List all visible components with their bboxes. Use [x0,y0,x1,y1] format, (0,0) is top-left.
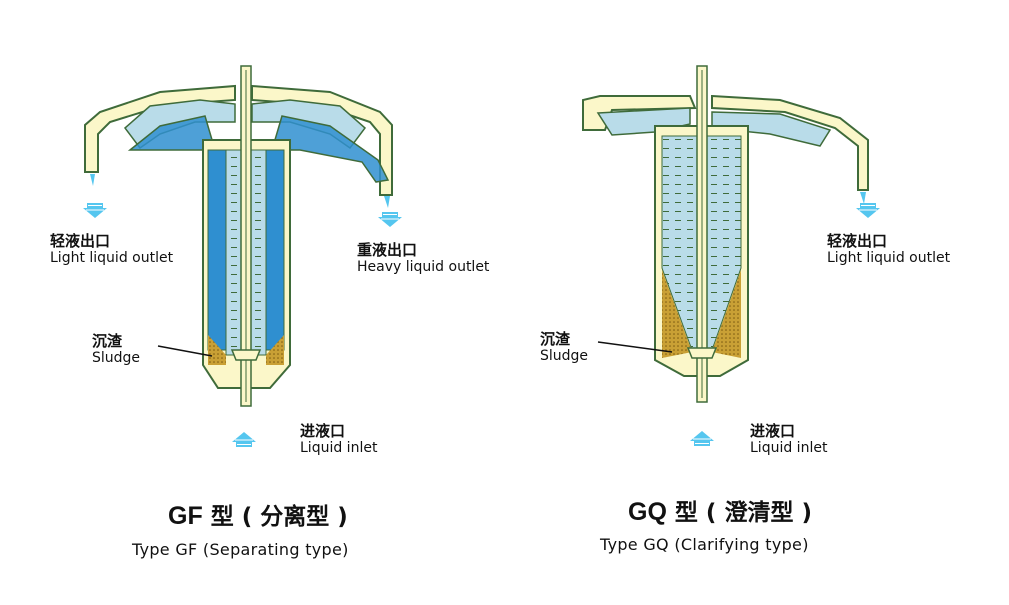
gf-code: GF [168,502,203,530]
gf-type-zh: 型 ( 分离型 ) [210,504,348,530]
gf-heavy-liquid-right [265,149,285,351]
gq-inlet-arrow [689,430,715,447]
gq-light-outlet-arrow [855,202,881,219]
gf-sludge-label: 沉渣 Sludge [92,332,141,367]
gf-heavy-outlet-label: 重液出口 Heavy liquid outlet [357,241,490,276]
gf-left-outlet-pipe [84,84,236,173]
gf-caption-en: Type GF (Separating type) [132,540,349,559]
gf-light-outlet-label: 轻液出口 Light liquid outlet [50,232,174,267]
gq-caption-title: GQ 型 ( 澄清型 ) [628,493,812,527]
gq-centrifuge [582,65,881,447]
gq-light-outlet-label: 轻液出口 Light liquid outlet [827,232,951,267]
gq-right-outlet-pipe [711,94,869,191]
gf-heavy-liquid-collar [127,115,390,183]
gf-heavy-liquid-left [207,149,227,351]
gf-centrifuge [82,65,403,448]
gq-type-zh: 型 ( 澄清型 ) [674,500,812,526]
gq-sludge-label: 沉渣 Sludge [540,330,589,365]
gf-heavy-outlet-arrow [377,211,403,228]
gf-inlet-label: 进液口 Liquid inlet [300,422,378,457]
gf-caption-title: GF 型 ( 分离型 ) [168,497,348,531]
gq-inlet-label: 进液口 Liquid inlet [750,422,828,457]
gf-light-outlet-arrow [82,202,108,219]
gq-caption-en: Type GQ (Clarifying type) [600,535,809,554]
gq-sludge-leader-line [597,341,673,353]
gf-inlet-arrow [231,431,257,448]
gf-sludge-leader-line [157,345,213,357]
gq-code: GQ [628,498,667,526]
